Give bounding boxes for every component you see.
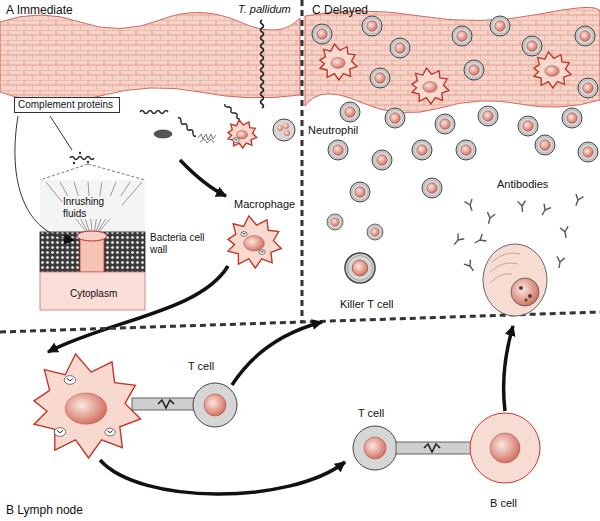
antigen-contact	[396, 442, 472, 454]
label-text: B cell	[490, 497, 517, 510]
complement-dot	[79, 152, 81, 154]
flow-arrow	[232, 322, 322, 385]
panel-divider	[301, 0, 304, 322]
complement-target	[70, 157, 94, 160]
complement-dot	[87, 161, 89, 163]
label-box: Complement proteins	[14, 97, 120, 113]
complement-dot	[73, 162, 75, 164]
b-cell	[470, 413, 540, 483]
membrane-pore	[77, 231, 107, 241]
magnify-line	[40, 164, 88, 180]
spirochete	[225, 104, 240, 119]
macrophage-cell	[228, 120, 257, 148]
epidermis-cells	[305, 7, 600, 112]
antigen-contact	[132, 398, 196, 410]
antigen-fragment	[158, 400, 174, 408]
macrophage-cell	[320, 44, 357, 80]
label-text: T cell	[358, 407, 384, 420]
bacterium-debris	[154, 130, 172, 138]
bacterium-debris	[198, 134, 216, 143]
label-text: Cytoplasm	[70, 288, 117, 300]
antibody	[451, 194, 583, 273]
label-text: T cell	[188, 360, 214, 373]
label-text: Bacteria cell wall	[150, 232, 206, 255]
macrophage-cell	[34, 354, 141, 458]
cell-wall	[40, 232, 145, 272]
label-text: T. pallidum	[238, 3, 291, 16]
flow-arrow	[48, 266, 228, 352]
fluid-rays	[46, 182, 142, 234]
engulfed-bacterium	[233, 138, 239, 143]
epidermis-cells	[0, 12, 300, 102]
spirochete	[261, 20, 264, 108]
label-text: Killer T cell	[340, 298, 393, 311]
neutrophil-cell	[273, 119, 295, 141]
engulfed-bacterium	[64, 376, 76, 385]
plasma-cell	[483, 244, 547, 316]
label-text: A Immediate	[6, 4, 73, 18]
cytoplasm-area	[40, 272, 145, 310]
magnify-line	[88, 164, 145, 180]
label-text: B Lymph node	[6, 504, 83, 518]
epidermis	[0, 12, 300, 102]
label-text: Antibodies	[497, 178, 548, 191]
spirochete	[140, 111, 168, 114]
label-text: Macrophage	[234, 198, 295, 211]
label-text: Neutrophil	[308, 124, 358, 137]
t-cell	[353, 426, 397, 470]
t-cell	[193, 383, 237, 427]
macrophage-cell	[228, 216, 281, 268]
leader-line	[50, 116, 72, 150]
complement-arrow	[15, 116, 74, 240]
flow-arrow	[504, 326, 513, 411]
engulfed-bacterium	[105, 428, 115, 436]
macrophage-cell	[534, 52, 571, 88]
flow-arrow	[100, 460, 345, 494]
epidermis	[305, 7, 600, 112]
spirochete	[178, 118, 196, 136]
label-text: Inrushing fluids	[62, 196, 122, 219]
engulfed-bacterium	[54, 428, 66, 437]
box-text: Complement proteins	[18, 99, 113, 111]
label-text: C Delayed	[312, 4, 368, 18]
engulfed-bacterium	[259, 250, 265, 255]
engulfed-bacterium	[241, 232, 247, 237]
flow-arrow	[180, 160, 226, 196]
inset-fluid-area	[40, 180, 145, 232]
antigen-fragment	[424, 444, 440, 452]
macrophage-cell	[412, 68, 449, 104]
killer-t-cell	[345, 253, 375, 283]
